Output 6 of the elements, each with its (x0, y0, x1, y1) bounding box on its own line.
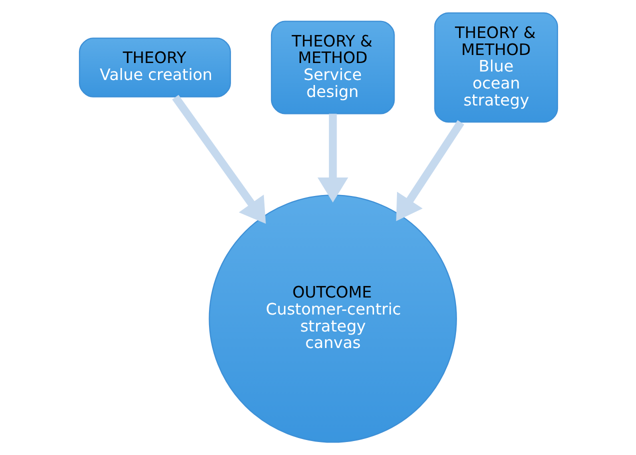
node-box: THEORY Value creation (78, 38, 230, 98)
arrow (172, 94, 266, 224)
node-box: THEORY & METHOD Blue ocean strategy (434, 12, 558, 123)
arrow (317, 114, 348, 202)
arrow (396, 120, 464, 222)
node-box: THEORY & METHOD Service design (270, 20, 394, 114)
